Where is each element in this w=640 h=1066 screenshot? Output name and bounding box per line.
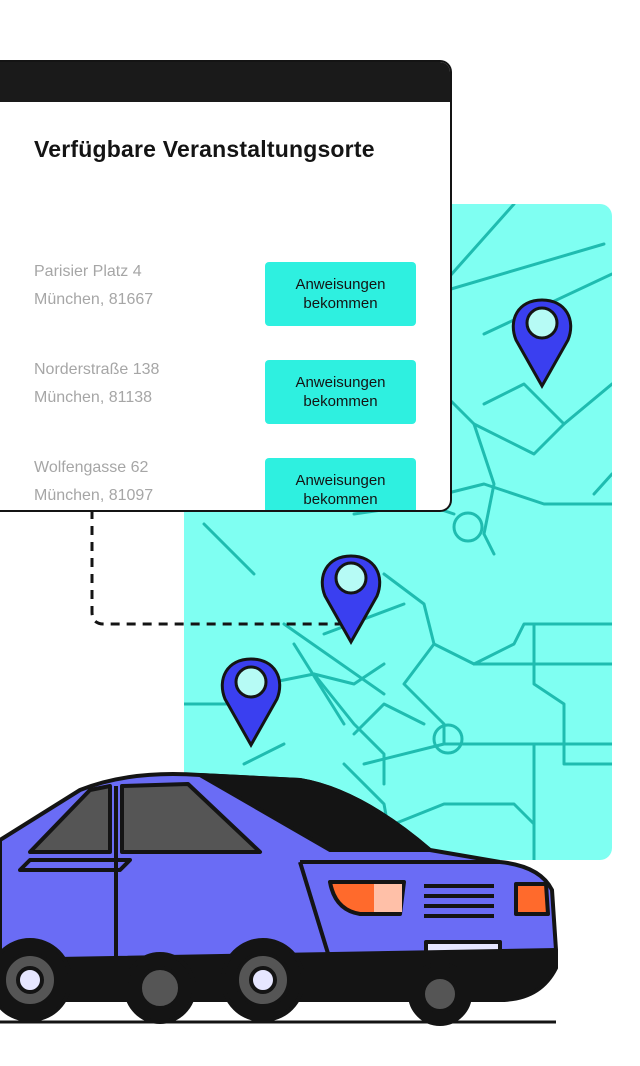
map-pin-icon[interactable] bbox=[511, 298, 573, 390]
map-pin-icon[interactable] bbox=[320, 554, 382, 646]
window-titlebar bbox=[0, 62, 450, 102]
venue-item: Wolfengasse 62 München, 81097 Anweisunge… bbox=[34, 454, 424, 510]
venue-item: Parisier Platz 4 München, 81667 Anweisun… bbox=[34, 258, 424, 326]
venue-city: München, 81667 bbox=[34, 291, 154, 308]
venue-address: Norderstraße 138 bbox=[34, 361, 160, 378]
get-directions-button[interactable]: Anweisungen bekommen bbox=[265, 262, 416, 326]
car-illustration bbox=[0, 772, 558, 1026]
venue-item: Norderstraße 138 München, 81138 Anweisun… bbox=[34, 356, 424, 424]
get-directions-button[interactable]: Anweisungen bekommen bbox=[265, 458, 416, 510]
venue-city: München, 81138 bbox=[34, 389, 153, 406]
venue-window: Verfügbare Veranstaltungsorte Parisier P… bbox=[0, 60, 452, 512]
venue-address: Parisier Platz 4 bbox=[34, 263, 142, 280]
venue-city: München, 81097 bbox=[34, 487, 154, 504]
dashed-connector bbox=[90, 510, 342, 626]
get-directions-button[interactable]: Anweisungen bekommen bbox=[265, 360, 416, 424]
window-title: Verfügbare Veranstaltungsorte bbox=[34, 136, 375, 162]
map-pin-icon[interactable] bbox=[220, 657, 282, 749]
venue-address: Wolfengasse 62 bbox=[34, 459, 149, 476]
